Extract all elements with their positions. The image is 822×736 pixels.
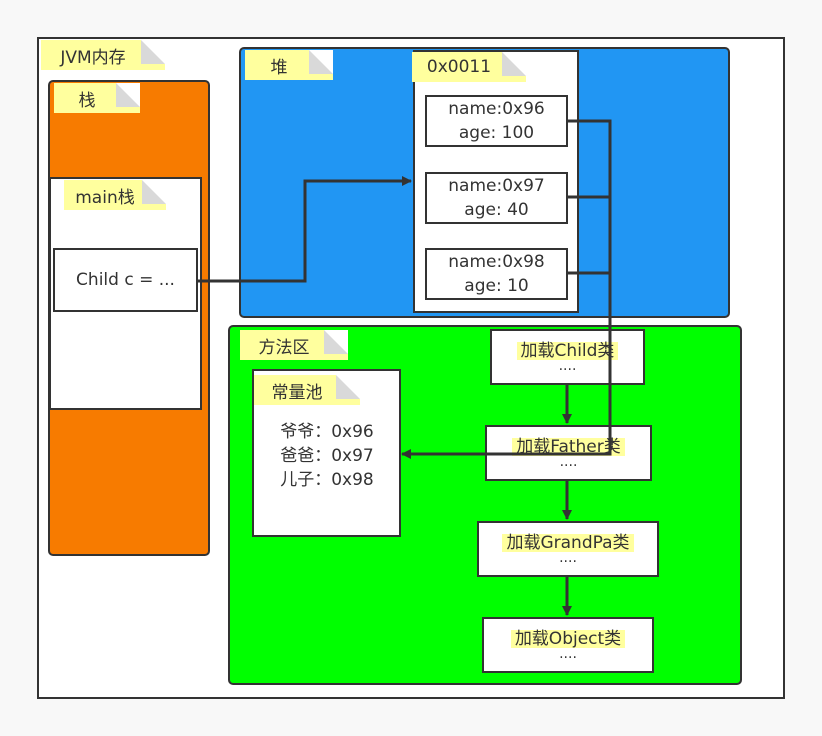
field-name: name:0x98 xyxy=(448,252,545,272)
reference-arrow xyxy=(198,176,412,283)
field-to-pool-line xyxy=(401,119,612,459)
jvm-memory-label: JVM内存 xyxy=(41,40,165,70)
constant-pool-label: 常量池 xyxy=(254,375,360,405)
class-child: 加载Child类 .... xyxy=(490,329,645,385)
heap-label: 堆 xyxy=(245,50,333,80)
class-label: 加载GrandPa类 xyxy=(502,534,634,552)
class-label: 加载Child类 xyxy=(516,342,619,360)
note-fold-icon xyxy=(309,50,333,74)
field-age: age: 10 xyxy=(464,276,529,296)
local-variable-child: Child c = ... xyxy=(53,248,198,312)
class-ellipsis: .... xyxy=(558,358,577,374)
constant-pool-title: 常量池 xyxy=(271,382,323,403)
stack-title: 栈 xyxy=(78,90,96,111)
class-object: 加载Object类 .... xyxy=(482,617,654,673)
note-fold-icon xyxy=(116,83,140,107)
field-age: age: 40 xyxy=(464,200,529,220)
note-fold-icon xyxy=(142,180,166,204)
field-name: name:0x96 xyxy=(448,99,545,119)
main-stack-label: main栈 xyxy=(64,180,166,210)
constant-entry: 儿子：0x98 xyxy=(280,470,374,490)
class-grandpa: 加载GrandPa类 .... xyxy=(477,521,659,577)
constant-entry: 爸爸：0x97 xyxy=(280,446,374,466)
method-area-label: 方法区 xyxy=(240,330,348,360)
jvm-memory-title: JVM内存 xyxy=(60,47,126,68)
note-fold-icon xyxy=(502,52,526,76)
constant-pool-entries: 爷爷：0x96 爸爸：0x97 儿子：0x98 xyxy=(254,420,400,492)
class-label: 加载Father类 xyxy=(512,438,625,456)
heap-field-father: name:0x97 age: 40 xyxy=(425,172,568,224)
local-variable-text: Child c = ... xyxy=(76,270,175,290)
main-stack-title: main栈 xyxy=(75,187,135,208)
constant-entry: 爷爷：0x96 xyxy=(280,422,374,442)
class-ellipsis: .... xyxy=(559,454,578,470)
stack-label: 栈 xyxy=(54,83,140,113)
heap-object-address: 0x0011 xyxy=(426,57,492,77)
field-name: name:0x97 xyxy=(448,176,545,196)
heap-field-grandpa: name:0x96 age: 100 xyxy=(425,95,568,147)
note-fold-icon xyxy=(324,330,348,354)
heap-object-address-label: 0x0011 xyxy=(412,52,526,82)
class-label: 加载Object类 xyxy=(510,630,626,648)
class-ellipsis: .... xyxy=(559,550,577,566)
note-fold-icon xyxy=(336,375,360,399)
class-ellipsis: .... xyxy=(559,646,577,662)
method-area-title: 方法区 xyxy=(258,337,310,358)
note-fold-icon xyxy=(141,40,165,64)
heap-title: 堆 xyxy=(270,57,288,78)
heap-field-child: name:0x98 age: 10 xyxy=(425,248,568,300)
field-age: age: 100 xyxy=(458,123,535,143)
